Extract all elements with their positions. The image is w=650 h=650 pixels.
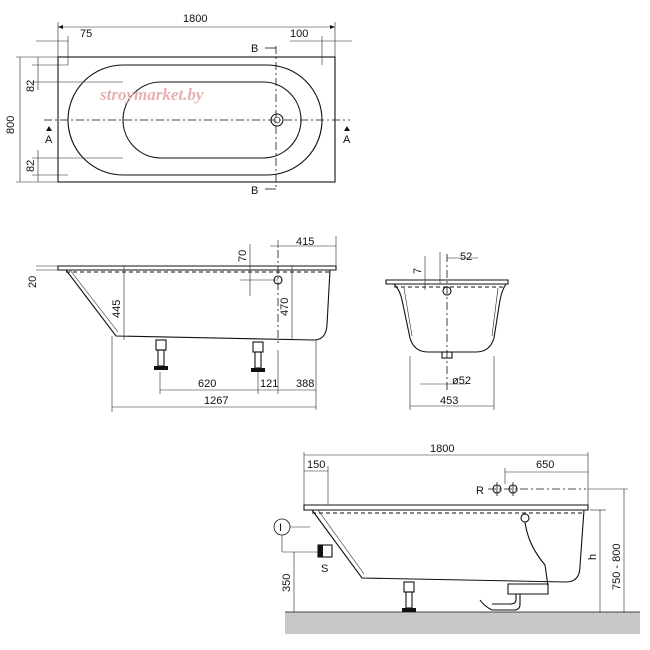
top-length-label: 1800 [183,13,207,25]
top-width-label: 800 [5,116,17,134]
leg-offset-label: 121 [260,378,278,390]
side-view: 20 445 70 415 470 620 121 388 1267 [27,236,337,412]
top-left-offset-label: 75 [80,28,92,40]
leg-spacing-label: 620 [198,378,216,390]
top-right-offset-label: 100 [290,28,308,40]
tub-outline-top [57,56,336,183]
drain-offset-label: 70 [237,250,249,262]
info-label: I [279,522,282,534]
base-width-label: 453 [440,395,458,407]
install-length-label: 1800 [430,443,454,455]
floor [285,612,640,634]
overflow-height-label: 470 [279,298,291,316]
height-symbol-label: h [587,554,599,560]
section-a-left: A [45,134,53,146]
section-a-right: A [343,134,351,146]
siphon-label: S [321,563,328,575]
rim-drop-label: 7 [412,268,424,274]
overflow-dim-label: 52 [460,251,472,263]
depth-label: 445 [111,300,123,318]
section-b-top: B [251,43,258,55]
top-view: 1800 75 100 B B A A 800 82 82 [5,13,352,197]
install-left-offset-label: 150 [307,459,325,471]
cross-section-view: 7 52 ø52 453 [385,251,509,410]
top-lower-edge-label: 82 [25,160,37,172]
section-b-bottom: B [251,185,258,197]
base-length-label: 1267 [204,395,228,407]
installation-view: R 1800 150 650 I S 350 h 750 - 800 [273,443,640,634]
tap-offset-label: 650 [536,459,554,471]
end-offset-label: 388 [296,378,314,390]
drain-dim-label: 415 [296,236,314,248]
watermark-logo: stroymarket.by [99,85,204,104]
siphon-height-label: 350 [281,574,293,592]
height-range-label: 750 - 800 [611,544,623,590]
top-upper-edge-label: 82 [25,80,37,92]
rim-thickness-label: 20 [27,276,39,288]
tap-label: R [476,485,484,497]
drain-diameter-label: ø52 [452,375,471,387]
